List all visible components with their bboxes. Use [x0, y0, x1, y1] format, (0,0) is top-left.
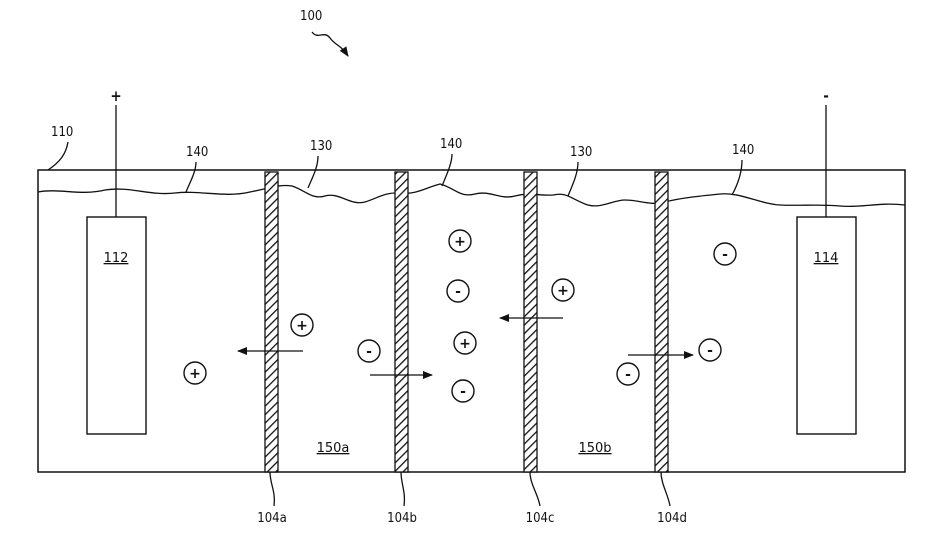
surface-label-140-3: 140 [732, 143, 754, 158]
ion-11: - [714, 243, 736, 265]
svg-text:+: + [557, 283, 569, 299]
ion-6: + [454, 332, 476, 354]
electrode-112 [87, 217, 146, 434]
svg-text:-: - [460, 384, 466, 400]
ion-7: - [452, 380, 474, 402]
leader-104c [530, 472, 540, 506]
ion-5: - [447, 280, 469, 302]
membrane-label-104b: 104b [387, 511, 417, 526]
terminal-sign-positive: + [110, 87, 121, 105]
membrane-label-104d: 104d [657, 511, 687, 526]
figure-ref-label: 100 [300, 9, 322, 24]
ion-2: + [291, 314, 313, 336]
leader-104b [401, 472, 404, 506]
container-leader [48, 142, 68, 170]
label-130-a: 130 [310, 139, 332, 154]
svg-text:-: - [707, 343, 713, 359]
svg-text:-: - [722, 247, 728, 263]
svg-text:-: - [625, 367, 631, 383]
ion-1: + [184, 362, 206, 384]
ion-10: - [699, 339, 721, 361]
surface-label-140-2: 140 [440, 137, 462, 152]
svg-text:-: - [455, 284, 461, 300]
svg-text:+: + [189, 366, 201, 382]
membrane-104a [265, 172, 278, 472]
chamber-label-150b: 150b [578, 441, 611, 456]
ion-8: + [552, 279, 574, 301]
container [38, 170, 905, 472]
ion-9: - [617, 363, 639, 385]
leader-104a [270, 472, 274, 506]
chamber-label-150a: 150a [317, 441, 350, 456]
ion-3: - [358, 340, 380, 362]
svg-text:+: + [459, 336, 471, 352]
electrode-label-114: 114 [814, 251, 839, 266]
terminal-sign-negative: - [823, 87, 829, 105]
membrane-label-104c: 104c [526, 511, 555, 526]
leader-104d [661, 472, 670, 506]
membrane-104b [395, 172, 408, 472]
membrane-104c [524, 172, 537, 472]
container-label: 110 [51, 125, 73, 140]
svg-text:+: + [296, 318, 308, 334]
ion-4: + [449, 230, 471, 252]
svg-text:+: + [454, 234, 466, 250]
figure-ref-arrow [312, 32, 348, 56]
label-130-b: 130 [570, 145, 592, 160]
electrode-label-112: 112 [104, 251, 129, 266]
membrane-104d [655, 172, 668, 472]
membrane-label-104a: 104a [257, 511, 287, 526]
svg-text:-: - [366, 344, 372, 360]
surface-label-140-1: 140 [186, 145, 208, 160]
electrode-114 [797, 217, 856, 434]
